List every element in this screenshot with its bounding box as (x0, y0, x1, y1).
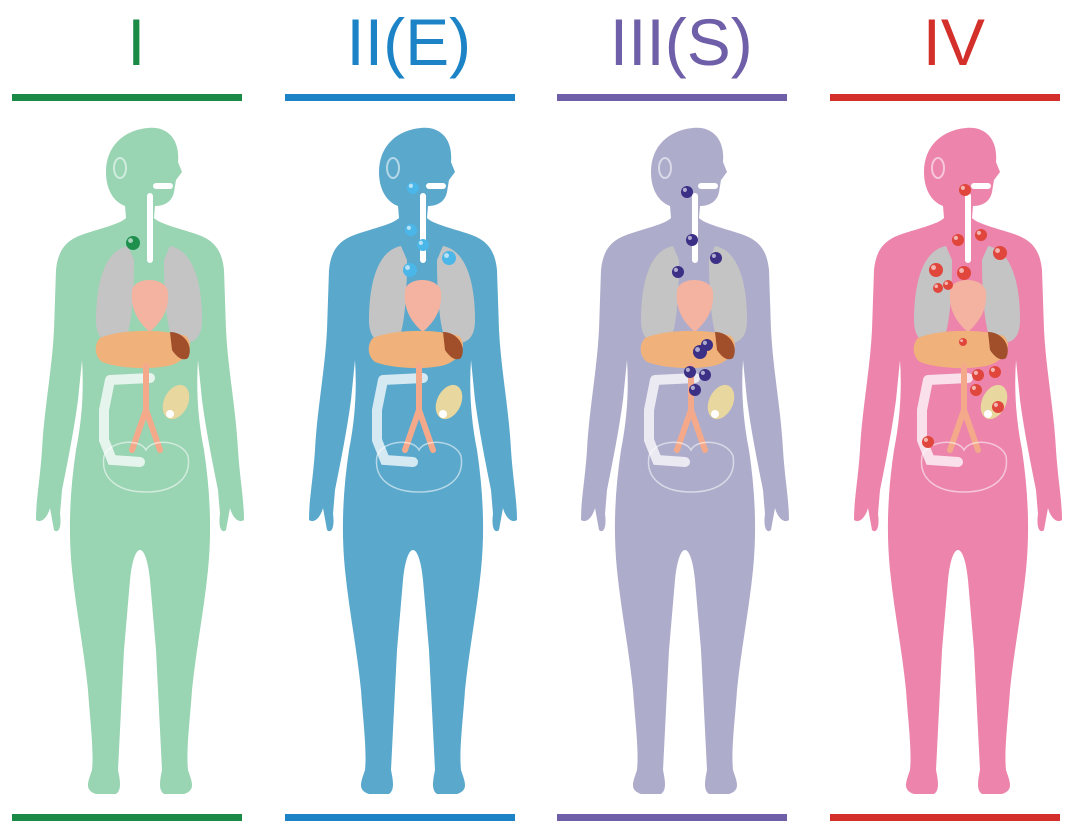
human-body-figure (0, 110, 260, 810)
lymph-node-highlight (691, 386, 695, 390)
lymph-node-highlight (444, 253, 449, 258)
lymph-node-highlight (959, 268, 964, 273)
lymph-node-highlight (971, 386, 975, 390)
lymph-node-highlight (408, 184, 412, 188)
anatomy-svg (818, 110, 1078, 810)
lymph-node-highlight (993, 403, 997, 407)
lymph-node-marker (689, 384, 701, 396)
lymph-node-marker (405, 224, 417, 236)
lymph-node-marker (710, 252, 722, 264)
lymph-node-highlight (923, 438, 927, 442)
lymph-node-marker (943, 280, 953, 290)
lymph-node-highlight (990, 368, 994, 372)
lymph-node-marker (970, 384, 982, 396)
lymph-node-marker (403, 263, 417, 277)
lymph-node-highlight (686, 368, 690, 372)
stage-panel-3: III(S) (545, 0, 818, 821)
lymph-node-marker (684, 366, 696, 378)
pelvic-organ-detail (711, 410, 719, 418)
lymph-node-highlight (960, 339, 963, 342)
anatomy-svg (545, 110, 805, 810)
lymph-node-highlight (931, 265, 936, 270)
stage-color-bar-bottom (12, 814, 242, 821)
lymph-node-marker (952, 234, 964, 246)
lymph-node-marker (701, 339, 713, 351)
lymph-node-highlight (944, 282, 948, 286)
stage-panel-4: IV (818, 0, 1090, 821)
pelvic-organ-detail (984, 410, 992, 418)
lymph-node-marker (957, 266, 971, 280)
stage-color-bar-bottom (830, 814, 1060, 821)
stage-color-bar-top (285, 94, 515, 101)
lymph-node-marker (442, 251, 456, 265)
lymph-node-marker (959, 184, 971, 196)
lymph-node-marker (959, 338, 967, 346)
anatomy-svg (0, 110, 260, 810)
human-body-figure (545, 110, 805, 810)
lymph-node-highlight (695, 347, 700, 352)
lymph-node-marker (975, 229, 987, 241)
lymph-node-highlight (688, 236, 692, 240)
lymph-node-marker (929, 263, 943, 277)
lymph-node-highlight (976, 231, 980, 235)
stage-title: I (0, 0, 273, 84)
lymph-node-highlight (953, 236, 957, 240)
stage-panel-2: II(E) (273, 0, 546, 821)
lymph-node-highlight (418, 241, 422, 245)
lymph-node-marker (972, 369, 984, 381)
pelvic-organ-detail (439, 410, 447, 418)
lymph-node-marker (417, 239, 429, 251)
lymph-node-marker (989, 366, 1001, 378)
stage-title: IV (818, 0, 1090, 84)
lymph-node-marker (922, 436, 934, 448)
lymph-node-highlight (405, 265, 410, 270)
anatomy-svg (273, 110, 533, 810)
lymph-node-marker (933, 283, 943, 293)
stage-color-bar-top (830, 94, 1060, 101)
lymph-node-marker (992, 401, 1004, 413)
lymph-node-marker (699, 369, 711, 381)
lymph-node-marker (672, 266, 684, 278)
stage-title: II(E) (273, 0, 546, 84)
lymph-node-marker (993, 246, 1007, 260)
stage-color-bar-top (557, 94, 787, 101)
lymph-node-highlight (712, 254, 716, 258)
pelvic-organ-detail (166, 410, 174, 418)
lymph-node-highlight (406, 226, 410, 230)
lymph-node-highlight (674, 268, 678, 272)
lymph-node-marker (126, 236, 140, 250)
stage-title: III(S) (545, 0, 818, 84)
stage-color-bar-bottom (557, 814, 787, 821)
lymph-node-highlight (995, 248, 1000, 253)
lymph-node-highlight (934, 285, 938, 289)
lymph-node-highlight (701, 371, 705, 375)
stage-panel-1: I (0, 0, 273, 821)
lymph-node-highlight (973, 371, 977, 375)
stage-color-bar-top (12, 94, 242, 101)
human-body-figure (818, 110, 1078, 810)
lymph-node-highlight (128, 238, 133, 243)
stage-color-bar-bottom (285, 814, 515, 821)
lymph-node-marker (407, 182, 419, 194)
human-body-figure (273, 110, 533, 810)
lymph-node-highlight (703, 341, 707, 345)
lymph-node-highlight (683, 188, 687, 192)
lymph-node-marker (681, 186, 693, 198)
lymph-node-marker (686, 234, 698, 246)
lymph-node-highlight (960, 186, 964, 190)
